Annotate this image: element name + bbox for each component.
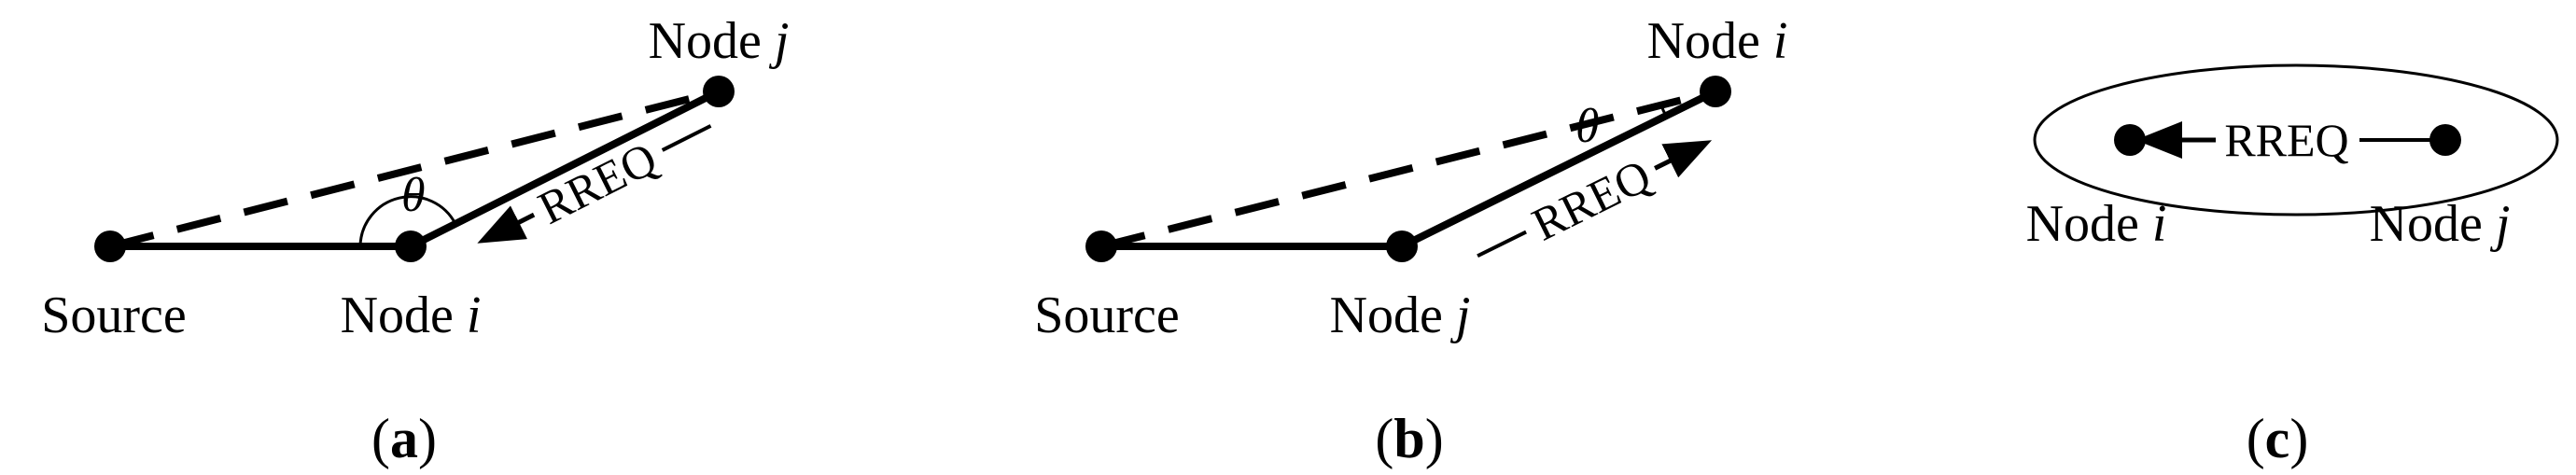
panel-a: θ RREQ Source Node i Node j (a) [41, 12, 789, 469]
panel-b-node-i-id: i [1773, 12, 1788, 70]
panel-c-rreq-label: RREQ [2224, 114, 2348, 166]
panel-a-node-i-id: i [467, 286, 482, 344]
panel-a-node-i-word: Node [341, 286, 467, 344]
panel-c-node-i-dot [2114, 124, 2146, 156]
panel-b-angle-symbol: θ [1575, 100, 1600, 153]
panel-a-caption: (a) [371, 408, 437, 469]
panel-a-angle-arc [358, 195, 457, 247]
panel-c-caption-letter: c [2265, 408, 2290, 469]
panel-c: RREQ Node i Node j (c) [2026, 63, 2559, 469]
panel-a-node-i-dot [395, 231, 427, 262]
panel-a-rreq-message: RREQ [477, 124, 712, 244]
panel-b-node-j-dot [1386, 231, 1418, 262]
panel-c-caption: (c) [2247, 408, 2309, 469]
panel-a-node-j-label: Node j [649, 12, 790, 70]
panel-c-node-j-dot [2429, 124, 2461, 156]
panel-b-rreq-arrow [1654, 140, 1713, 178]
panel-a-node-j-word: Node [649, 12, 775, 70]
panel-c-node-j-label: Node j [2370, 195, 2511, 253]
panel-a-angle-symbol: θ [401, 169, 426, 222]
panel-a-source-label: Source [41, 286, 187, 344]
panel-c-range-ellipse [2033, 63, 2559, 217]
panel-c-node-i-word: Node [2026, 195, 2152, 253]
panel-b-node-i-label: Node i [1647, 12, 1788, 70]
panel-c-node-j-id: j [2490, 195, 2511, 253]
panel-a-rreq-arrow [477, 205, 536, 244]
panel-b-link-node-j-to-node-i [1400, 88, 1717, 250]
panel-a-rreq-tail [661, 124, 712, 152]
panel-b-node-j-label: Node j [1330, 286, 1471, 344]
panel-b-node-j-word: Node [1330, 286, 1456, 344]
panel-a-dashed-source-to-node-j [109, 88, 720, 250]
panel-a-node-j-id: j [769, 12, 790, 70]
panel-a-rreq-label: RREQ [530, 132, 665, 234]
panel-b-angle-arc [1659, 105, 1668, 117]
panel-c-node-i-id: i [2152, 195, 2167, 253]
panel-b: θ RREQ Source Node j Node i (b) [1034, 12, 1787, 469]
panel-a-link-node-i-to-node-j [409, 88, 721, 250]
panel-a-node-i-label: Node i [341, 286, 482, 344]
panel-b-node-i-dot [1700, 76, 1731, 107]
panel-b-caption: (b) [1375, 408, 1443, 469]
panel-b-rreq-tail [1477, 230, 1527, 258]
panel-a-node-j-dot [703, 76, 735, 107]
panel-b-source-dot [1085, 231, 1117, 262]
panel-a-caption-letter: a [390, 408, 418, 469]
panel-a-source-dot [94, 231, 126, 262]
panel-c-node-j-word: Node [2370, 195, 2496, 253]
panel-b-source-label: Source [1034, 286, 1180, 344]
panel-b-node-i-word: Node [1647, 12, 1773, 70]
panel-c-node-i-label: Node i [2026, 195, 2167, 253]
panel-b-dashed-source-to-node-i [1100, 88, 1716, 250]
panel-b-node-j-id: j [1450, 286, 1471, 344]
panel-b-rreq-label: RREQ [1524, 148, 1659, 250]
panel-b-caption-letter: b [1393, 408, 1424, 469]
